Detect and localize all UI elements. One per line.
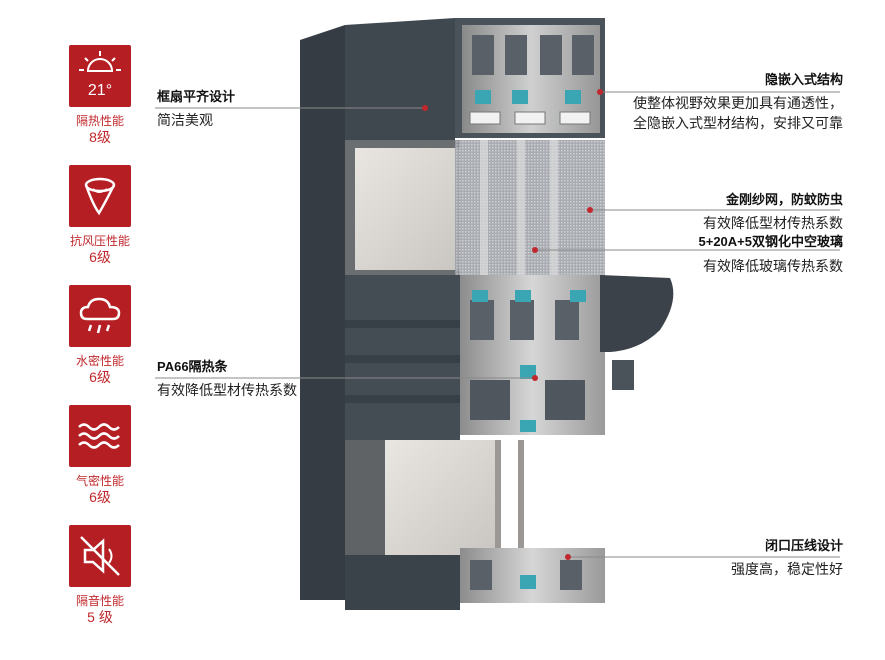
callout-frame: 框扇平齐设计 简洁美观	[157, 87, 235, 130]
callout-screen: 金刚纱网，防蚊防虫 有效降低型材传热系数	[703, 190, 843, 233]
window-sill	[600, 275, 674, 352]
callout-desc: 简洁美观	[157, 112, 213, 128]
lower-glass	[385, 440, 495, 555]
leader-dots	[422, 89, 603, 560]
perf-sound: 隔音性能 5 级	[52, 525, 148, 626]
perf-level: 6级	[89, 369, 111, 385]
frame-left-face	[300, 25, 345, 600]
screen-mesh	[455, 140, 605, 275]
top-aluminum-section	[462, 25, 600, 133]
mute-speaker-icon	[69, 525, 131, 587]
upper-glass	[355, 148, 460, 270]
svg-text:21°: 21°	[88, 82, 112, 99]
callout-desc: 有效降低型材传热系数	[157, 382, 297, 398]
callout-glass: 5+20A+5双钢化中空玻璃 有效降低玻璃传热系数	[699, 232, 844, 276]
perf-name: 隔音性能	[75, 594, 124, 608]
perf-level: 6级	[89, 489, 111, 505]
perf-air: 气密性能 6级	[52, 405, 148, 506]
callout-title: 隐嵌入式结构	[764, 72, 843, 87]
perf-level: 5 级	[87, 609, 113, 625]
callout-title: PA66隔热条	[157, 359, 228, 374]
callout-desc: 有效降低型材传热系数	[703, 215, 843, 231]
callout-desc: 使整体视野效果更加具有通透性，	[633, 95, 843, 111]
perf-level: 6级	[89, 249, 111, 265]
sun-temperature-icon: 21°	[69, 45, 131, 107]
perf-level: 8级	[89, 129, 111, 145]
callout-hidden: 隐嵌入式结构 使整体视野效果更加具有通透性， 全隐嵌入式型材结构，安排又可靠	[633, 70, 843, 133]
callout-desc: 强度高，稳定性好	[731, 561, 843, 577]
perf-wind: 抗风压性能 6级	[52, 165, 148, 266]
bottom-dark-band	[345, 555, 460, 610]
callout-title: 金刚纱网，防蚊防虫	[725, 192, 843, 207]
perf-name: 水密性能	[75, 354, 124, 368]
air-waves-icon	[69, 405, 131, 467]
leader-lines	[155, 91, 840, 558]
cloud-rain-icon	[69, 285, 131, 347]
middle-aluminum-section	[460, 275, 605, 435]
callout-title: 框扇平齐设计	[157, 89, 236, 104]
perf-name: 抗风压性能	[69, 234, 130, 248]
perf-name: 气密性能	[75, 474, 124, 488]
perf-name: 隔热性能	[75, 114, 124, 128]
bottom-aluminum-section	[460, 548, 605, 603]
callout-desc: 全隐嵌入式型材结构，安排又可靠	[633, 115, 843, 131]
callout-title: 5+20A+5双钢化中空玻璃	[698, 234, 844, 249]
callout-title: 闭口压线设计	[764, 538, 843, 553]
perf-water: 水密性能 6级	[52, 285, 148, 386]
perf-insulation: 21° 隔热性能 8级	[52, 45, 148, 146]
callout-closed: 闭口压线设计 强度高，稳定性好	[731, 536, 843, 579]
callout-desc: 有效降低玻璃传热系数	[703, 258, 843, 274]
wind-cone-icon	[69, 165, 131, 227]
callout-pa66: PA66隔热条 有效降低型材传热系数	[157, 357, 297, 400]
